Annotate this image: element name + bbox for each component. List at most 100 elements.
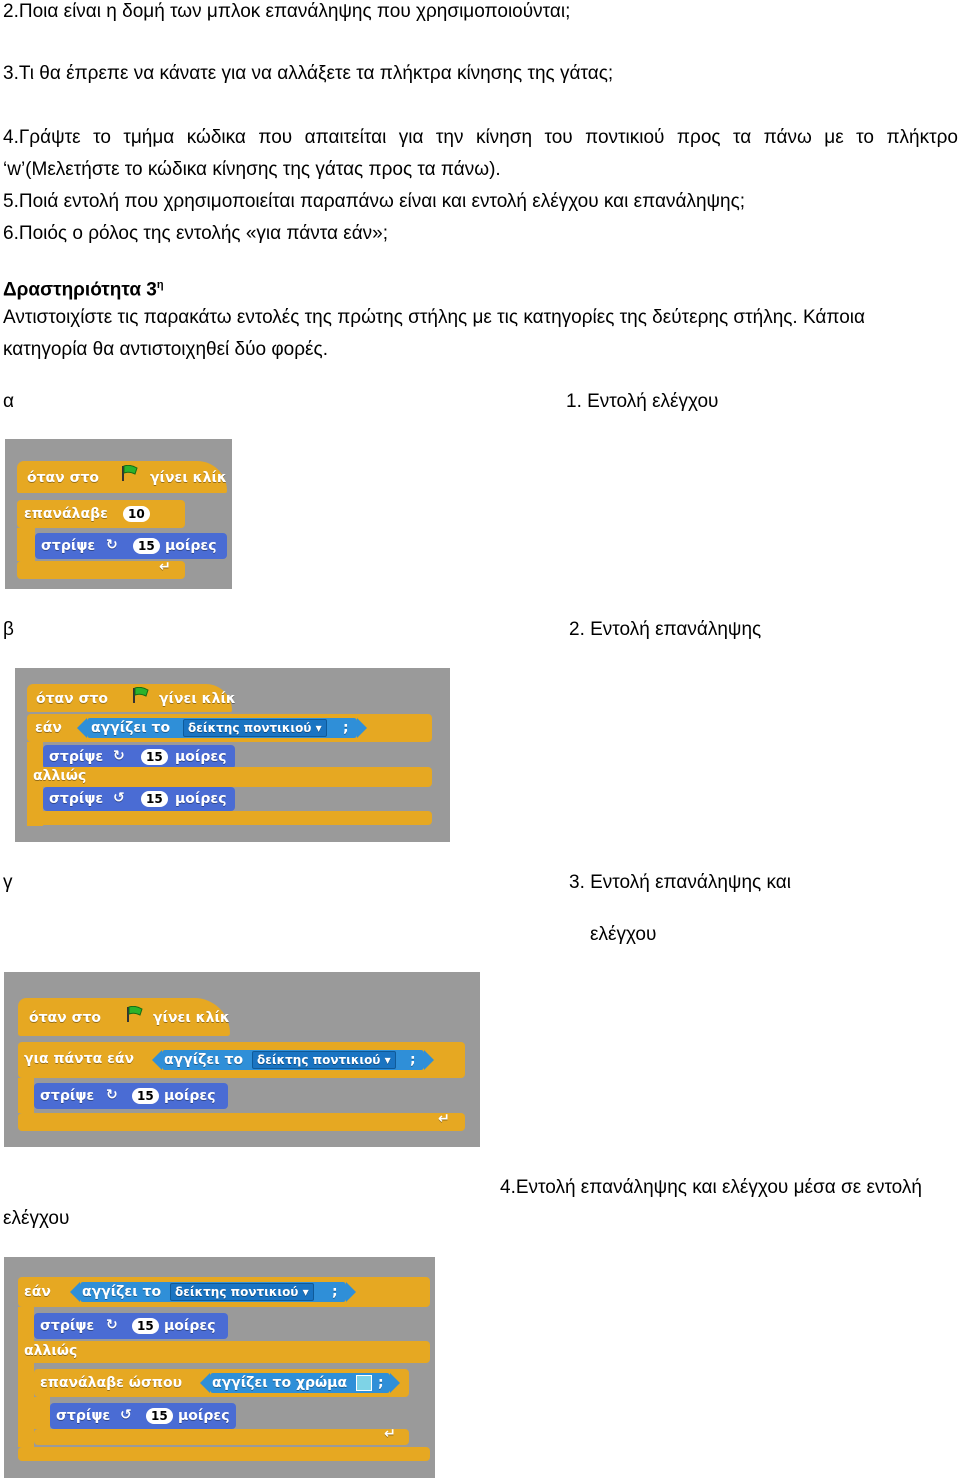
turn-clockwise-icon: ↻ xyxy=(106,537,118,553)
turn-degrees: 15 xyxy=(141,791,168,807)
loop-arrow-icon: ↵ xyxy=(159,559,171,575)
touching-target-value: δείκτης ποντικιού xyxy=(257,1053,381,1067)
question-2: 2.Ποια είναι η δομή των μπλοκ επανάληψης… xyxy=(3,1,571,22)
touching-color-label: αγγίζει το χρώμα xyxy=(212,1375,348,1391)
degrees-label: μοίρες xyxy=(164,1318,216,1334)
category-3-line-1: 3. Εντολή επανάληψης και xyxy=(569,872,791,893)
touching-target-dropdown[interactable]: δείκτης ποντικιού ▾ xyxy=(183,719,327,737)
green-flag-icon xyxy=(122,465,138,481)
forever-if-block-arm xyxy=(18,1078,34,1113)
touching-sensor: αγγίζει το δείκτης ποντικιού ▾ ; xyxy=(77,718,367,738)
turn-block: στρίψε ↻ 15 μοίρες xyxy=(35,533,227,559)
scratch-script-d: εάν αγγίζει το δείκτης ποντικιού ▾ ; στρ… xyxy=(4,1257,435,1478)
loop-arrow-icon: ↵ xyxy=(384,1426,396,1442)
turn-label: στρίψε xyxy=(40,1088,95,1104)
when-flag-clicked-block: όταν στο γίνει κλίκ xyxy=(18,998,230,1036)
touching-sensor: αγγίζει το δείκτης ποντικιού ▾ ; xyxy=(70,1282,356,1302)
else-label: αλλιώς xyxy=(24,1343,78,1359)
question-4-line-2: ‘w’(Μελετήστε το κώδικα κίνησης της γάτα… xyxy=(3,159,501,180)
when-flag-right-label: γίνει κλίκ xyxy=(159,691,236,707)
turn-degrees: 15 xyxy=(146,1408,173,1424)
touching-label: αγγίζει το xyxy=(164,1052,244,1068)
turn-clockwise-icon: ↻ xyxy=(113,748,125,764)
degrees-label: μοίρες xyxy=(175,791,227,807)
turn-block: στρίψε ↻ 15 μοίρες xyxy=(43,745,235,769)
if-label: εάν xyxy=(24,1284,51,1300)
item-label-b: β xyxy=(3,619,14,640)
forever-if-block: για πάντα εάν αγγίζει το δείκτης ποντικι… xyxy=(18,1042,465,1078)
turn-block: στρίψε ↻ 15 μοίρες xyxy=(34,1313,228,1339)
turn-degrees: 15 xyxy=(141,749,168,765)
loop-arrow-icon: ↵ xyxy=(438,1111,450,1127)
question-4-line-1: 4.Γράψτε το τμήμα κώδικα που απαιτείται … xyxy=(3,127,958,148)
sensor-end-semicolon: ; xyxy=(332,1284,338,1300)
turn-degrees: 15 xyxy=(133,538,160,554)
green-flag-icon xyxy=(133,687,149,703)
sensor-end-semicolon: ; xyxy=(410,1052,416,1068)
degrees-label: μοίρες xyxy=(178,1408,230,1424)
turn-block: στρίψε ↻ 15 μοίρες xyxy=(34,1083,228,1109)
else-label: αλλιώς xyxy=(33,768,87,784)
if-label: εάν xyxy=(35,720,62,736)
turn-counterclockwise-icon: ↺ xyxy=(120,1407,132,1423)
repeat-until-block-footer: ↵ xyxy=(34,1426,409,1445)
question-3: 3.Τι θα έπρεπε να κάνατε για να αλλάξετε… xyxy=(3,63,614,84)
touching-target-dropdown[interactable]: δείκτης ποντικιού ▾ xyxy=(252,1051,396,1069)
repeat-block-footer: ↵ xyxy=(17,559,185,579)
when-flag-left-label: όταν στο xyxy=(27,470,100,486)
turn-label: στρίψε xyxy=(41,538,96,554)
activity-instructions-line-2: κατηγορία θα αντιστοιχηθεί δύο φορές. xyxy=(3,339,328,360)
item-label-a: α xyxy=(3,391,14,412)
question-5: 5.Ποιά εντολή που χρησιμοποιείται παραπά… xyxy=(3,191,746,212)
activity-heading: Δραστηριότητα 3η xyxy=(3,279,164,301)
green-flag-icon xyxy=(127,1006,143,1022)
touching-sensor: αγγίζει το δείκτης ποντικιού ▾ ; xyxy=(152,1050,434,1070)
item-d-tail: ελέγχου xyxy=(3,1208,70,1229)
when-flag-right-label: γίνει κλίκ xyxy=(150,470,227,486)
turn-block: στρίψε ↺ 15 μοίρες xyxy=(43,787,235,811)
category-3-line-2: ελέγχου xyxy=(590,924,657,945)
when-flag-right-label: γίνει κλίκ xyxy=(153,1010,230,1026)
repeat-until-block: επανάλαβε ώσπου αγγίζει το χρώμα ; xyxy=(34,1369,409,1397)
degrees-label: μοίρες xyxy=(165,538,217,554)
repeat-until-label: επανάλαβε ώσπου xyxy=(40,1375,183,1391)
if-else-block-footer xyxy=(27,811,432,825)
item-label-g: γ xyxy=(3,872,13,893)
turn-block: στρίψε ↺ 15 μοίρες xyxy=(50,1403,236,1429)
turn-label: στρίψε xyxy=(56,1408,111,1424)
touching-label: αγγίζει το xyxy=(82,1284,162,1300)
repeat-label: επανάλαβε xyxy=(24,506,108,522)
if-else-block-footer xyxy=(18,1447,430,1461)
question-6: 6.Ποιός ο ρόλος της εντολής «για πάντα ε… xyxy=(3,223,389,244)
repeat-count: 10 xyxy=(123,506,150,522)
turn-degrees: 15 xyxy=(132,1318,159,1334)
scratch-script-a: όταν στο γίνει κλίκ επανάλαβε 10 ↵ στρίψ… xyxy=(5,439,232,589)
forever-if-label: για πάντα εάν xyxy=(24,1051,135,1067)
touching-label: αγγίζει το xyxy=(91,720,171,736)
color-swatch[interactable] xyxy=(356,1375,372,1391)
else-section: αλλιώς xyxy=(18,1341,430,1363)
turn-label: στρίψε xyxy=(49,749,104,765)
touching-target-value: δείκτης ποντικιού xyxy=(175,1285,299,1299)
scratch-script-g: όταν στο γίνει κλίκ για πάντα εάν αγγίζε… xyxy=(4,972,480,1147)
if-else-block-arm xyxy=(18,1307,34,1447)
when-flag-clicked-block: όταν στο γίνει κλίκ xyxy=(27,684,236,712)
when-flag-left-label: όταν στο xyxy=(36,691,109,707)
category-2: 2. Εντολή επανάληψης xyxy=(569,619,762,640)
sensor-end-semicolon: ; xyxy=(343,720,349,736)
turn-degrees: 15 xyxy=(132,1088,159,1104)
activity-instructions-line-1: Αντιστοιχίστε τις παρακάτω εντολές της π… xyxy=(3,307,866,328)
repeat-block: επανάλαβε 10 xyxy=(17,500,185,528)
category-1: 1. Εντολή ελέγχου xyxy=(566,391,719,412)
scratch-script-b: όταν στο γίνει κλίκ εάν αγγίζει το δείκτ… xyxy=(15,668,450,842)
touching-target-dropdown[interactable]: δείκτης ποντικιού ▾ xyxy=(170,1283,314,1301)
activity-heading-superscript: η xyxy=(156,279,164,291)
else-section: αλλιώς xyxy=(27,767,432,787)
turn-counterclockwise-icon: ↺ xyxy=(113,790,125,806)
repeat-block-arm xyxy=(17,528,35,561)
when-flag-clicked-block: όταν στο γίνει κλίκ xyxy=(17,461,227,493)
degrees-label: μοίρες xyxy=(164,1088,216,1104)
forever-if-block-footer: ↵ xyxy=(18,1111,465,1131)
touching-target-value: δείκτης ποντικιού xyxy=(188,721,312,735)
repeat-until-block-arm xyxy=(34,1397,50,1429)
